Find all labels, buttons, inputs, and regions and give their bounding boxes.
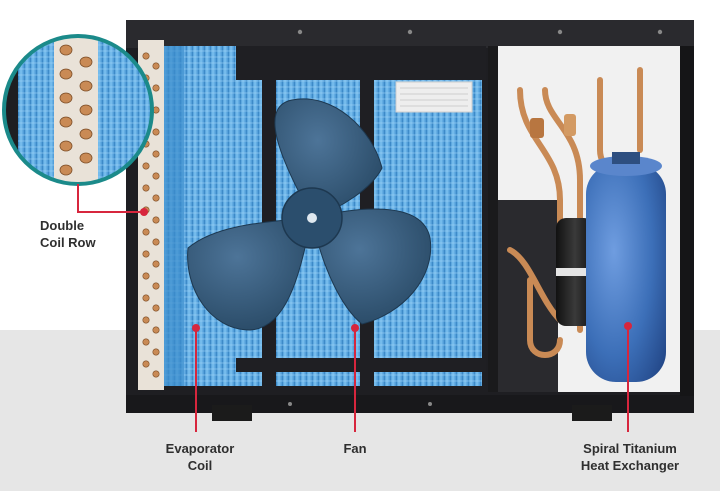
compressor — [556, 218, 594, 326]
label-fan: Fan — [343, 441, 367, 456]
cabinet-right-edge — [680, 46, 694, 396]
label-evaporator-coil: Evaporator Coil — [165, 441, 235, 473]
heat-exchanger-tank — [586, 152, 666, 382]
callout-lines — [77, 184, 629, 432]
double-coil-loupe — [2, 34, 154, 186]
label-double-coil-row: Double Coil Row — [40, 218, 96, 250]
fan — [187, 98, 432, 331]
divider-wall — [488, 46, 498, 392]
label-heat-exchanger: Spiral Titanium Heat Exchanger — [580, 441, 680, 473]
valves — [530, 114, 576, 138]
callout-dots — [140, 208, 632, 332]
